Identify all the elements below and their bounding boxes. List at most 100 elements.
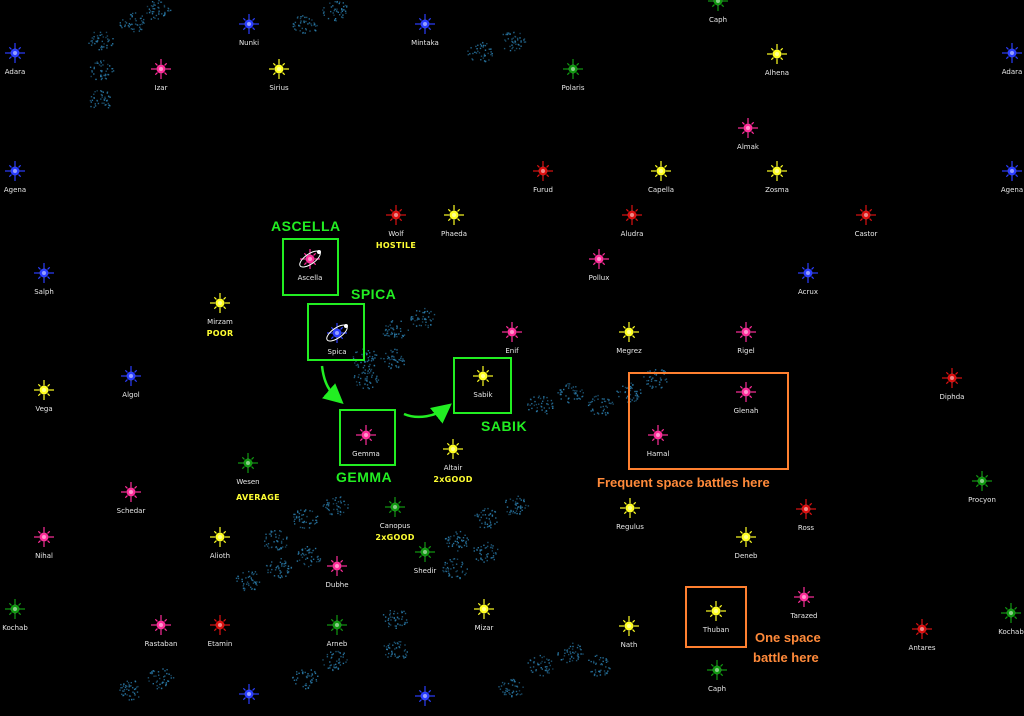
star-gemma-icon[interactable] bbox=[346, 415, 386, 455]
arrow-gemma-to-sabik bbox=[403, 403, 452, 424]
star-schedar-icon[interactable] bbox=[111, 472, 151, 512]
star-thuban-icon[interactable] bbox=[696, 591, 736, 631]
star-zosma-icon[interactable] bbox=[757, 151, 797, 191]
star-label-antares: Antares bbox=[908, 644, 936, 652]
star-sabik-icon[interactable] bbox=[463, 356, 503, 396]
star-label-phaeda: Phaeda bbox=[441, 230, 467, 238]
star-regulus-icon[interactable] bbox=[610, 488, 650, 528]
star-label-sabik: Sabik bbox=[473, 391, 493, 399]
star-sirius-icon[interactable] bbox=[259, 49, 299, 89]
star-acrux-icon[interactable] bbox=[788, 253, 828, 293]
star-label-aludra: Aludra bbox=[620, 230, 644, 238]
sabik-highlight-box bbox=[453, 357, 512, 414]
star-label-mintaka: Mintaka bbox=[411, 39, 439, 47]
star-altair-icon[interactable] bbox=[433, 429, 473, 469]
star-label-caph: Caph bbox=[707, 685, 727, 693]
star-pollux-icon[interactable] bbox=[579, 239, 619, 279]
star-label-diphda: Diphda bbox=[939, 393, 965, 401]
star-phaeda-icon[interactable] bbox=[434, 195, 474, 235]
star-label-salph: Salph bbox=[34, 288, 54, 296]
star-label-hamal: Hamal bbox=[646, 450, 670, 458]
star-ascella-icon[interactable] bbox=[290, 239, 330, 279]
star-canopus-icon[interactable] bbox=[375, 487, 415, 527]
star-label-tarazed: Tarazed bbox=[790, 612, 818, 620]
star-unnamed-icon[interactable] bbox=[405, 676, 445, 716]
star-shedir-icon[interactable] bbox=[405, 532, 445, 572]
star-ross-icon[interactable] bbox=[786, 489, 826, 529]
star-izar-icon[interactable] bbox=[141, 49, 181, 89]
star-wolf-icon[interactable] bbox=[376, 195, 416, 235]
star-nihal-icon[interactable] bbox=[24, 517, 64, 557]
star-kochab-icon[interactable] bbox=[991, 593, 1024, 633]
star-nath-icon[interactable] bbox=[609, 606, 649, 646]
star-status-canopus: 2xGOOD bbox=[375, 533, 415, 542]
star-status-altair: 2xGOOD bbox=[433, 475, 473, 484]
star-label-enif: Enif bbox=[505, 347, 519, 355]
star-label-shedir: Shedir bbox=[413, 567, 437, 575]
star-megrez-icon[interactable] bbox=[609, 312, 649, 352]
star-unnamed-icon[interactable] bbox=[229, 674, 269, 714]
star-antares-icon[interactable] bbox=[902, 609, 942, 649]
star-dubhe-icon[interactable] bbox=[317, 546, 357, 586]
star-kochab-icon[interactable] bbox=[0, 589, 35, 629]
star-algol-icon[interactable] bbox=[111, 356, 151, 396]
star-mintaka-icon[interactable] bbox=[405, 4, 445, 44]
star-aludra-icon[interactable] bbox=[612, 195, 652, 235]
star-label-ascella: Ascella bbox=[297, 274, 323, 282]
star-salph-icon[interactable] bbox=[24, 253, 64, 293]
star-status-wolf: HOSTILE bbox=[375, 241, 417, 250]
star-tarazed-icon[interactable] bbox=[784, 577, 824, 617]
star-label-furud: Furud bbox=[533, 186, 553, 194]
star-wesen-icon[interactable] bbox=[228, 443, 268, 483]
star-glenah-icon[interactable] bbox=[726, 372, 766, 412]
star-label-alhena: Alhena bbox=[764, 69, 790, 77]
star-label-nath: Nath bbox=[620, 641, 638, 649]
star-capella-icon[interactable] bbox=[641, 151, 681, 191]
star-label-altair: Altair bbox=[443, 464, 463, 472]
star-adara-icon[interactable] bbox=[992, 33, 1024, 73]
star-rigel-icon[interactable] bbox=[726, 312, 766, 352]
star-label-dubhe: Dubhe bbox=[325, 581, 349, 589]
star-deneb-icon[interactable] bbox=[726, 517, 766, 557]
star-enif-icon[interactable] bbox=[492, 312, 532, 352]
star-mirzam-icon[interactable] bbox=[200, 283, 240, 323]
star-agena-icon[interactable] bbox=[992, 151, 1024, 191]
star-polaris-icon[interactable] bbox=[553, 49, 593, 89]
star-status-mirzam: POOR bbox=[206, 329, 234, 338]
one-battle-label-line1: One space bbox=[755, 630, 821, 645]
frequent-battles-label: Frequent space battles here bbox=[597, 475, 770, 490]
star-arneb-icon[interactable] bbox=[317, 605, 357, 645]
gemma-label: GEMMA bbox=[336, 469, 393, 485]
star-hamal-icon[interactable] bbox=[638, 415, 678, 455]
star-mizar-icon[interactable] bbox=[464, 589, 504, 629]
star-adara-icon[interactable] bbox=[0, 33, 35, 73]
star-vega-icon[interactable] bbox=[24, 370, 64, 410]
star-label-megrez: Megrez bbox=[616, 347, 642, 355]
star-furud-icon[interactable] bbox=[523, 151, 563, 191]
star-spica-icon[interactable] bbox=[317, 313, 357, 353]
star-castor-icon[interactable] bbox=[846, 195, 886, 235]
star-label-etamin: Etamin bbox=[207, 640, 233, 648]
star-alioth-icon[interactable] bbox=[200, 517, 240, 557]
star-label-deneb: Deneb bbox=[734, 552, 758, 560]
star-rastaban-icon[interactable] bbox=[141, 605, 181, 645]
star-label-nunki: Nunki bbox=[238, 39, 260, 47]
star-alhena-icon[interactable] bbox=[757, 34, 797, 74]
sabik-label: SABIK bbox=[481, 418, 528, 434]
star-procyon-icon[interactable] bbox=[962, 461, 1002, 501]
star-label-almak: Almak bbox=[737, 143, 759, 151]
star-etamin-icon[interactable] bbox=[200, 605, 240, 645]
star-status-wesen: AVERAGE bbox=[236, 493, 280, 502]
star-caph-icon[interactable] bbox=[698, 0, 738, 21]
spica-highlight-box bbox=[307, 303, 365, 361]
star-nunki-icon[interactable] bbox=[229, 4, 269, 44]
star-diphda-icon[interactable] bbox=[932, 358, 972, 398]
star-label-vega: Vega bbox=[35, 405, 53, 413]
star-label-canopus: Canopus bbox=[379, 522, 411, 530]
ascella-highlight-box bbox=[282, 238, 339, 296]
star-caph-icon[interactable] bbox=[697, 650, 737, 690]
star-label-thuban: Thuban bbox=[702, 626, 730, 634]
star-agena-icon[interactable] bbox=[0, 151, 35, 191]
star-almak-icon[interactable] bbox=[728, 108, 768, 148]
